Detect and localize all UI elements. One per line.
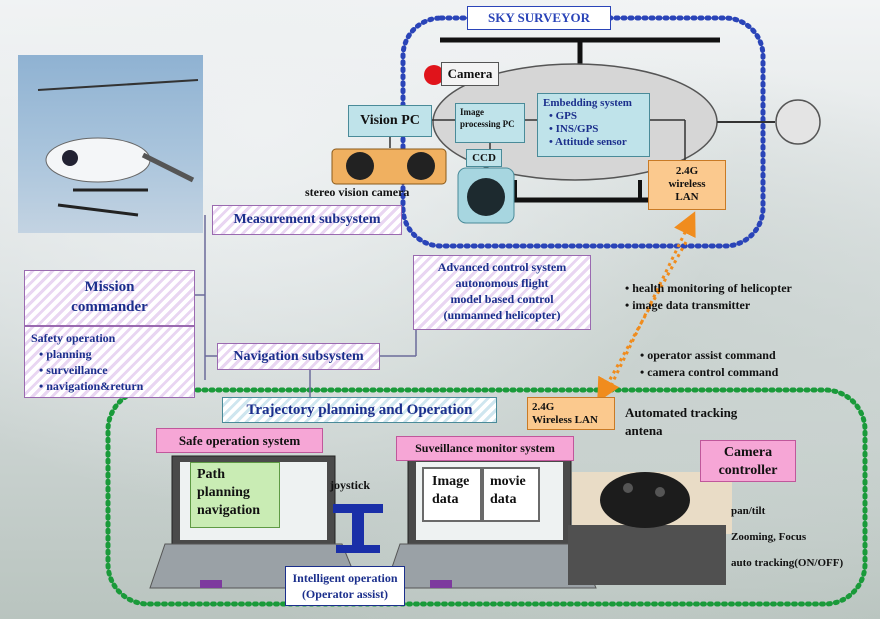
camera-controller-line1: Camera — [723, 445, 773, 460]
embedding-system-title: Embedding system — [543, 97, 632, 109]
stereo-camera-graphic — [331, 148, 447, 185]
uplink-item-operator: operator assist command — [640, 347, 778, 364]
helicopter-icon — [37, 79, 199, 217]
camera-controller-photo — [568, 472, 732, 585]
safety-item-planning: planning — [39, 346, 188, 362]
sky-surveyor-title: SKY SURVEYOR — [467, 6, 611, 30]
ground-station-frame — [105, 387, 868, 607]
movie-data-line1: movie — [490, 474, 526, 489]
antenna-label: Automated tracking antena — [625, 404, 737, 440]
camera-label: Camera — [447, 66, 493, 81]
surveillance-monitor-label: Suveillance monitor system — [415, 441, 555, 455]
ccd-camera-graphic — [457, 167, 515, 224]
ccd-label: CCD — [472, 152, 496, 164]
safety-item-surveillance: surveillance — [39, 362, 188, 378]
measurement-label: Measurement subsystem — [233, 212, 381, 227]
camera-graphic — [424, 65, 444, 85]
function-pan-tilt: pan/tilt — [731, 505, 766, 517]
surveillance-monitor-system: Suveillance monitor system — [396, 436, 574, 461]
embedding-item-gps: GPS — [549, 110, 644, 123]
safe-operation-label: Safe operation system — [178, 433, 301, 448]
intelligent-operation-line1: Intelligent operation — [292, 571, 398, 585]
advanced-control-line3: model based control — [450, 292, 554, 306]
downlink-notes: health monitoring of helicopter image da… — [625, 280, 792, 314]
wireless-lan-bottom: 2.4G Wireless LAN — [527, 397, 615, 430]
path-planning-box: Path planning navigation — [190, 462, 280, 528]
path-planning-line2: planning — [197, 485, 250, 500]
vision-pc-label: Vision PC — [360, 113, 420, 128]
helicopter-photo — [18, 55, 203, 233]
uplink-item-camera: camera control command — [640, 364, 778, 381]
sky-surveyor-label: SKY SURVEYOR — [488, 10, 590, 25]
antenna-line2: antena — [625, 423, 663, 438]
camera-controller-box: Camera controller — [700, 440, 796, 482]
camera-box: Camera — [441, 62, 499, 86]
wireless-bottom-line2: Wireless LAN — [532, 414, 598, 426]
joystick-label: joystick — [330, 478, 370, 492]
safety-operation-box: Safety operation planning surveillance n… — [24, 326, 195, 398]
mission-commander-line1: Mission — [84, 279, 135, 295]
mission-commander-line2: commander — [71, 299, 148, 315]
movie-data-line2: data — [490, 492, 517, 507]
movie-data-box: movie data — [482, 467, 540, 522]
trajectory-planning-box: Trajectory planning and Operation — [222, 397, 497, 423]
function-zoom-focus: Zooming, Focus — [731, 531, 807, 543]
ccd-box: CCD — [466, 149, 502, 167]
navigation-label: Navigation subsystem — [233, 349, 364, 364]
trajectory-label: Trajectory planning and Operation — [246, 402, 473, 418]
navigation-subsystem: Navigation subsystem — [217, 343, 380, 370]
advanced-control-system: Advanced control system autonomous fligh… — [413, 255, 591, 330]
camera-controller-line2: controller — [718, 463, 778, 478]
wireless-top-line3: LAN — [675, 191, 699, 203]
wireless-top-line2: wireless — [668, 178, 706, 190]
downlink-item-health: health monitoring of helicopter — [625, 280, 792, 297]
advanced-control-line2: autonomous flight — [455, 276, 549, 290]
controller-functions: pan/tilt Zooming, Focus auto tracking(ON… — [731, 498, 843, 576]
stereo-camera-label: stereo vision camera — [305, 185, 410, 199]
image-data-line2: data — [432, 492, 459, 507]
function-auto-tracking: auto tracking(ON/OFF) — [731, 557, 844, 569]
embedding-system-box: Embedding system GPS INS/GPS Attitude se… — [537, 93, 650, 157]
path-planning-line3: navigation — [197, 503, 261, 518]
uplink-notes: operator assist command camera control c… — [640, 347, 778, 381]
image-processing-pc-box: Image processing PC — [455, 103, 525, 143]
downlink-item-image: image data transmitter — [625, 297, 792, 314]
image-data-line1: Image — [432, 474, 470, 489]
wireless-lan-top: 2.4G wireless LAN — [648, 160, 726, 210]
image-data-box: Image data — [422, 467, 482, 522]
intelligent-operation-line2: (Operator assist) — [301, 587, 389, 601]
advanced-control-line1: Advanced control system — [437, 260, 567, 274]
vision-pc-box: Vision PC — [348, 105, 432, 137]
safe-operation-system: Safe operation system — [156, 428, 323, 453]
image-processing-pc-label: Image processing PC — [460, 107, 515, 129]
wireless-top-line1: 2.4G — [675, 165, 699, 177]
mission-commander: Mission commander — [24, 270, 195, 326]
antenna-line1: Automated tracking — [625, 405, 738, 420]
safety-operation-title: Safety operation — [31, 331, 116, 345]
joystick-graphic — [333, 504, 383, 553]
intelligent-operation-box: Intelligent operation (Operator assist) — [285, 566, 405, 606]
safety-item-navigation: navigation&return — [39, 378, 188, 394]
advanced-control-line4: (unmanned helicopter) — [443, 308, 561, 322]
path-planning-line1: Path — [197, 467, 225, 482]
measurement-subsystem: Measurement subsystem — [212, 205, 402, 235]
wireless-bottom-line1: 2.4G — [532, 401, 555, 413]
embedding-item-insgps: INS/GPS — [549, 123, 644, 136]
embedding-item-attitude: Attitude sensor — [549, 136, 644, 149]
